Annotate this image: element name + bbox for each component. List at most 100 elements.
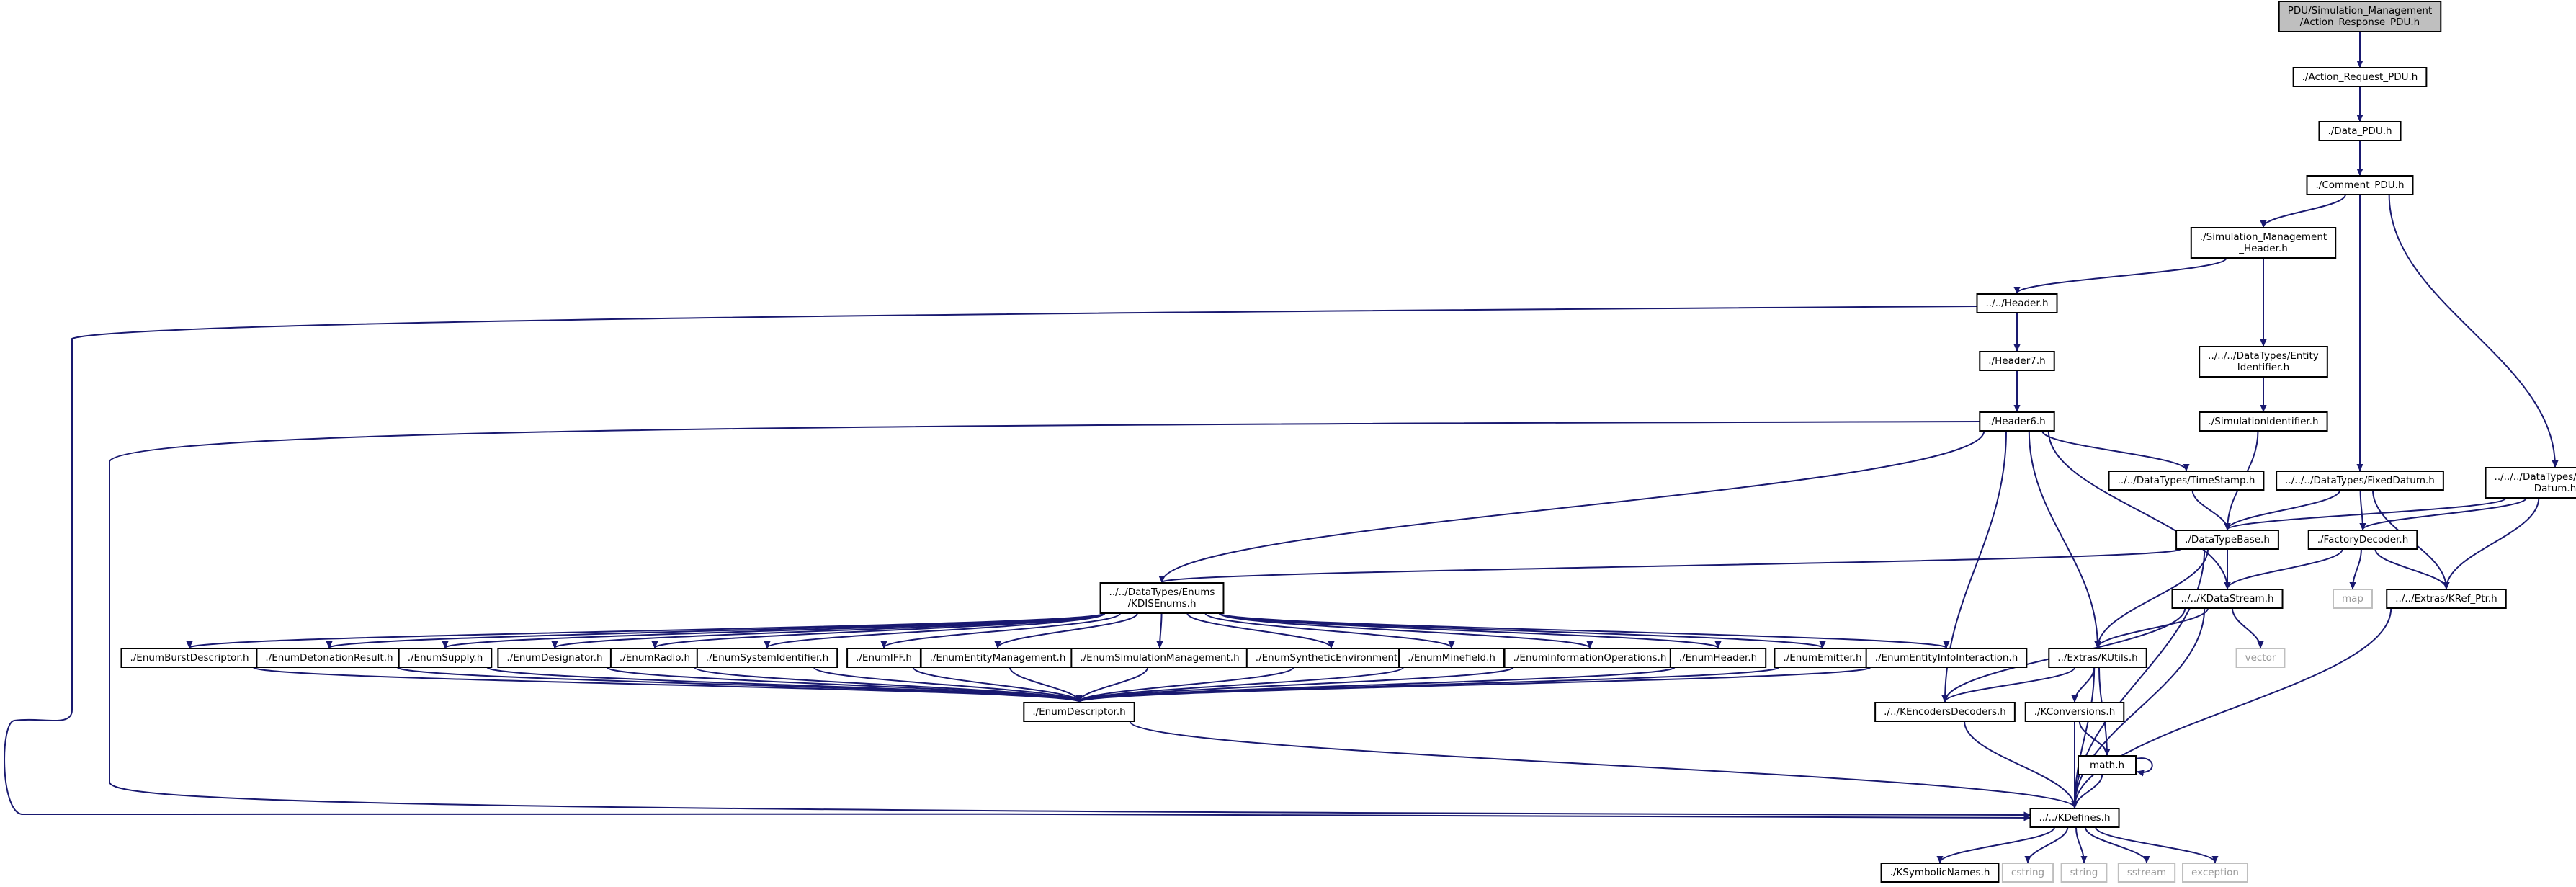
- node-string[interactable]: string: [2060, 863, 2108, 883]
- node-math[interactable]: math.h: [2078, 755, 2137, 775]
- edge-path: [655, 612, 1106, 648]
- node-e-sysid[interactable]: ./EnumSystemIdentifier.h: [696, 648, 838, 668]
- node-header[interactable]: ../../Header.h: [1976, 293, 2058, 313]
- node-box: [2307, 530, 2418, 550]
- node-cstring[interactable]: cstring: [2001, 863, 2054, 883]
- node-box: [1865, 648, 2028, 668]
- edge-path: [767, 612, 1106, 648]
- node-e-simmgmt[interactable]: ./EnumSimulationManagement.h: [1070, 648, 1249, 668]
- edge-kconv-to-math: [2078, 721, 2107, 755]
- node-ksym[interactable]: ./KSymbolicNames.h: [1880, 863, 2000, 883]
- node-label: ./EnumSyntheticEnvironment.h: [1256, 652, 1407, 664]
- node-box: [2235, 648, 2286, 668]
- edge-path: [1218, 612, 1590, 648]
- node-header7[interactable]: ./Header7.h: [1979, 351, 2055, 371]
- edge-kdisenums-to-e-entmgmt: [998, 612, 1138, 648]
- node-e-radio[interactable]: ./EnumRadio.h: [609, 648, 700, 668]
- node-e-supply[interactable]: ./EnumSupply.h: [398, 648, 493, 668]
- node-vector[interactable]: vector: [2235, 648, 2286, 668]
- edge-header6-to-kdisenums: [1162, 430, 1985, 582]
- edge-path: [1162, 430, 1985, 582]
- edge-path: [1079, 667, 1405, 702]
- edge-kutils-to-kconv: [2075, 667, 2096, 702]
- node-box: [2333, 589, 2373, 609]
- edge-path: [2098, 607, 2209, 648]
- node-label: PDU/Simulation_Management: [2288, 5, 2433, 17]
- node-e-burst[interactable]: ./EnumBurstDescriptor.h: [120, 648, 259, 668]
- edge-comment-to-vardatum: [2388, 194, 2555, 467]
- edge-header6-to-kdefines: [109, 421, 2030, 815]
- node-smheader[interactable]: ./Simulation_Management_Header.h: [2190, 227, 2337, 259]
- edge-header6-to-kdatastream: [2047, 430, 2227, 589]
- node-label: ./DataTypeBase.h: [2185, 534, 2270, 545]
- edge-e-synth-to-enumdesc: [1079, 667, 1294, 702]
- edge-header-to-kdefines: [4, 306, 2030, 818]
- node-box: [2024, 702, 2125, 722]
- node-label: ./EnumBurstDescriptor.h: [130, 652, 249, 664]
- node-exception[interactable]: exception: [2182, 863, 2248, 883]
- node-actionreq[interactable]: ./Action_Request_PDU.h: [2292, 67, 2428, 87]
- node-kdatastream[interactable]: ../../KDataStream.h: [2171, 589, 2284, 609]
- edge-vardatum-to-dtbase: [2227, 497, 2507, 530]
- edge-e-mine-to-enumdesc: [1079, 667, 1405, 702]
- node-box: [2306, 175, 2414, 195]
- node-label: ../../KDefines.h: [2039, 812, 2110, 824]
- node-factory[interactable]: ./FactoryDecoder.h: [2307, 530, 2418, 550]
- node-box: [2278, 1, 2442, 32]
- node-label: ./Simulation_Management: [2200, 231, 2327, 243]
- node-box: [1398, 648, 1505, 668]
- node-label: ./EnumDescriptor.h: [1032, 706, 1125, 718]
- node-root[interactable]: PDU/Simulation_Management/Action_Respons…: [2278, 1, 2442, 32]
- node-header6[interactable]: ./Header6.h: [1979, 411, 2055, 432]
- edge-comment-to-smheader: [2263, 194, 2346, 227]
- node-label: ./Action_Request_PDU.h: [2302, 71, 2418, 83]
- edge-factory-to-map: [2353, 548, 2362, 589]
- node-e-header[interactable]: ./EnumHeader.h: [1669, 648, 1767, 668]
- node-label: ./../KEncodersDecoders.h: [1884, 706, 2006, 718]
- edge-path: [2191, 489, 2227, 530]
- edge-path: [1218, 612, 1946, 648]
- node-kconv[interactable]: ./KConversions.h: [2024, 702, 2125, 722]
- edge-fixeddatum-to-dtbase: [2227, 489, 2341, 530]
- edge-kdefines-to-sstream: [2085, 826, 2147, 863]
- node-e-iff[interactable]: ./EnumIFF.h: [846, 648, 921, 668]
- node-e-deton[interactable]: ./EnumDetonationResult.h: [256, 648, 403, 668]
- node-krefptr[interactable]: ../../Extras/KRef_Ptr.h: [2386, 589, 2507, 609]
- node-e-eii[interactable]: ./EnumEntityInfoInteraction.h: [1865, 648, 2028, 668]
- edge-e-iff-to-enumdesc: [912, 667, 1079, 702]
- node-timestamp[interactable]: ../../DataTypes/TimeStamp.h: [2108, 471, 2265, 491]
- node-datapdu[interactable]: ./Data_PDU.h: [2318, 121, 2402, 141]
- node-kdefines[interactable]: ../../KDefines.h: [2029, 808, 2120, 828]
- node-e-infoops[interactable]: ./EnumInformationOperations.h: [1503, 648, 1676, 668]
- edge-kdefines-to-ksym: [1940, 826, 2055, 863]
- node-enumdesc[interactable]: ./EnumDescriptor.h: [1023, 702, 1135, 722]
- node-kdisenums[interactable]: ../../DataTypes/Enums/KDISEnums.h: [1099, 582, 1225, 614]
- edge-math-to-math: [2135, 757, 2153, 772]
- node-comment[interactable]: ./Comment_PDU.h: [2306, 175, 2414, 195]
- node-dtbase[interactable]: ./DataTypeBase.h: [2175, 530, 2279, 550]
- edge-path: [998, 612, 1138, 648]
- edge-path: [1162, 548, 2182, 582]
- node-sstream[interactable]: sstream: [2117, 863, 2176, 883]
- node-e-mine[interactable]: ./EnumMinefield.h: [1398, 648, 1505, 668]
- node-box: [398, 648, 493, 668]
- edge-path: [2363, 497, 2527, 530]
- node-kencdec[interactable]: ./../KEncodersDecoders.h: [1874, 702, 2016, 722]
- node-e-desig[interactable]: ./EnumDesignator.h: [497, 648, 612, 668]
- edge-kencdec-to-kdefines: [1964, 721, 2075, 808]
- node-fixeddatum[interactable]: ../../../DataTypes/FixedDatum.h: [2276, 471, 2444, 491]
- node-e-emitter[interactable]: ./EnumEmitter.h: [1774, 648, 1871, 668]
- node-label: _Header.h: [2238, 243, 2288, 254]
- edge-path: [2017, 257, 2227, 293]
- node-map[interactable]: map: [2333, 589, 2373, 609]
- node-e-synth[interactable]: ./EnumSyntheticEnvironment.h: [1245, 648, 1417, 668]
- node-vardatum[interactable]: ../../../DataTypes/VariableDatum.h: [2485, 467, 2576, 499]
- node-kutils[interactable]: ../Extras/KUtils.h: [2048, 648, 2147, 668]
- node-box: [1880, 863, 2000, 883]
- edge-path: [2353, 548, 2362, 589]
- node-e-entmgmt[interactable]: ./EnumEntityManagement.h: [920, 648, 1075, 668]
- node-simid[interactable]: ./SimulationIdentifier.h: [2199, 411, 2328, 432]
- edge-path: [1218, 612, 1823, 648]
- node-box: [2190, 227, 2337, 259]
